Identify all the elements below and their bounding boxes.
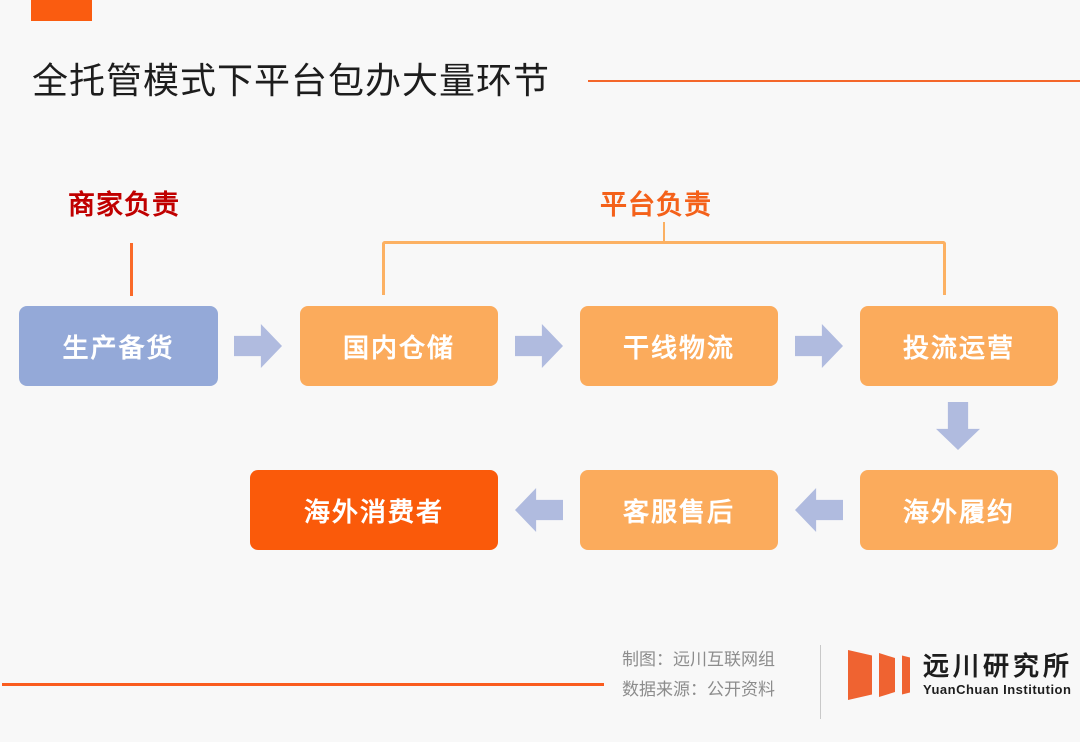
arrow-right-icon xyxy=(795,324,843,368)
flow-node-overseas-consumer[interactable]: 海外消费者 xyxy=(250,470,498,550)
footer-rule xyxy=(2,683,604,686)
arrow-down-icon xyxy=(936,402,980,450)
title-rule xyxy=(588,80,1080,82)
footer-credits: 制图：远川互联网组 数据来源：公开资料 xyxy=(622,645,775,705)
platform-connector-stem xyxy=(663,222,665,242)
flow-node-traffic-operations[interactable]: 投流运营 xyxy=(860,306,1058,386)
mark-bar-1 xyxy=(848,650,872,700)
accent-block xyxy=(31,0,92,21)
mark-bar-3 xyxy=(902,655,910,695)
flow-node-overseas-fulfillment[interactable]: 海外履约 xyxy=(860,470,1058,550)
brand-name-en: YuanChuan Institution xyxy=(923,682,1072,697)
section-label-merchant: 商家负责 xyxy=(68,190,180,220)
flow-node-customer-service[interactable]: 客服售后 xyxy=(580,470,778,550)
platform-scope-bracket xyxy=(382,241,946,295)
footer-credit-line-1: 制图：远川互联网组 xyxy=(622,650,775,669)
flow-node-trunk-logistics[interactable]: 干线物流 xyxy=(580,306,778,386)
mark-bar-2 xyxy=(879,653,895,697)
arrow-left-icon xyxy=(515,488,563,532)
page-title: 全托管模式下平台包办大量环节 xyxy=(32,60,551,101)
brand-logo: 远川研究所 YuanChuan Institution xyxy=(848,650,1073,700)
footer-credit-line-2: 数据来源：公开资料 xyxy=(622,680,775,699)
section-label-platform: 平台负责 xyxy=(600,190,712,220)
brand-name-cn: 远川研究所 xyxy=(923,651,1074,681)
merchant-connector-line xyxy=(130,243,133,296)
arrow-right-icon xyxy=(234,324,282,368)
arrow-left-icon xyxy=(795,488,843,532)
brand-text: 远川研究所 YuanChuan Institution xyxy=(923,651,1073,699)
flow-node-production[interactable]: 生产备货 xyxy=(19,306,218,386)
flow-node-domestic-warehouse[interactable]: 国内仓储 xyxy=(300,306,498,386)
yuanchuan-mark-icon xyxy=(848,650,910,700)
arrow-right-icon xyxy=(515,324,563,368)
footer-divider xyxy=(820,645,821,719)
